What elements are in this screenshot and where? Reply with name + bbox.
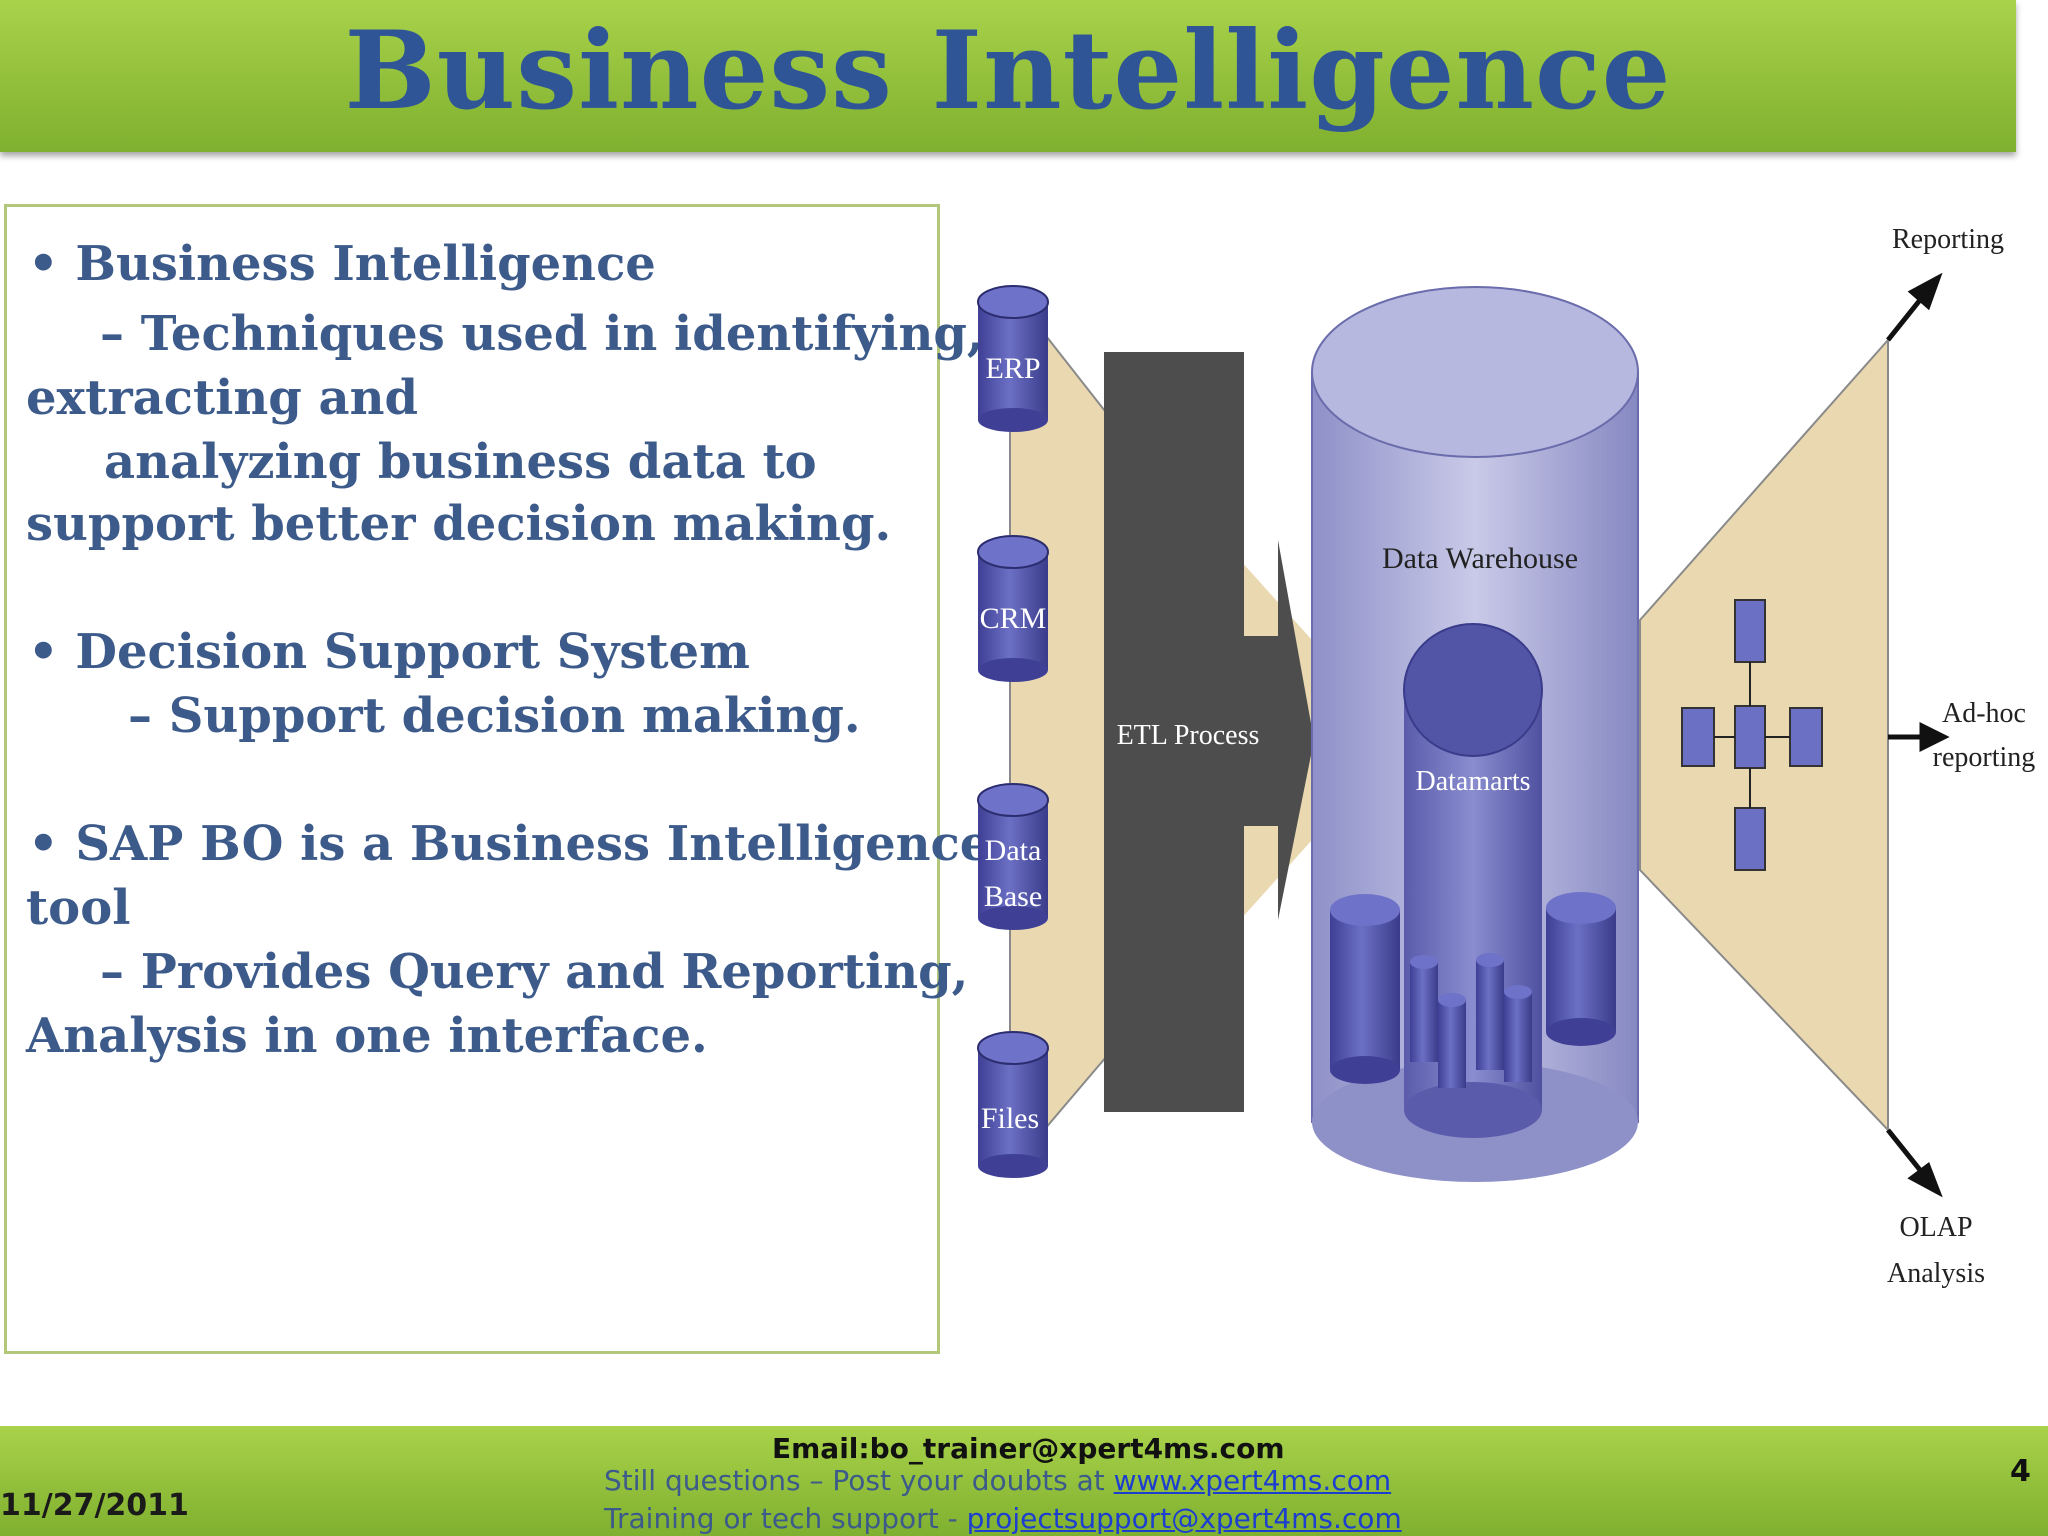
- footer-support-email-link[interactable]: projectsupport@xpert4ms.com: [967, 1502, 1402, 1535]
- source-files-label: Files: [981, 1102, 1039, 1135]
- output-adhoc-label-2: reporting: [1933, 742, 2036, 773]
- source-erp-label: ERP: [985, 352, 1040, 385]
- source-crm-label: CRM: [980, 602, 1047, 635]
- footer-line-3-text: Training or tech support -: [604, 1502, 958, 1535]
- warehouse-label: Data Warehouse: [1382, 542, 1578, 575]
- slide-number: 4: [2010, 1454, 2031, 1489]
- footer-bar: 11/27/2011 Email:bo_trainer@xpert4ms.com…: [0, 1426, 2048, 1536]
- output-olap-label: OLAP: [1899, 1212, 1972, 1243]
- output-reporting-label: Reporting: [1892, 224, 2004, 255]
- footer-line-2-text: Still questions – Post your doubts at: [604, 1464, 1105, 1497]
- footer-line-3: Training or tech support - projectsuppor…: [604, 1502, 1402, 1535]
- source-data-label: Data: [985, 834, 1042, 867]
- footer-line-2: Still questions – Post your doubts at ww…: [604, 1464, 1391, 1497]
- footer-email: Email:bo_trainer@xpert4ms.com: [772, 1432, 1285, 1465]
- source-base-label: Base: [984, 880, 1042, 913]
- footer-website-link[interactable]: www.xpert4ms.com: [1114, 1464, 1391, 1497]
- warehouse-small-cylinder-right: [1546, 892, 1616, 1046]
- footer-date: 11/27/2011: [0, 1488, 189, 1523]
- output-arrows: [1888, 278, 1944, 1192]
- output-adhoc-label: Ad-hoc: [1942, 698, 2026, 729]
- datamarts-label: Datamarts: [1415, 766, 1530, 797]
- etl-label: ETL Process: [1117, 720, 1260, 751]
- output-analysis-label: Analysis: [1887, 1258, 1985, 1289]
- warehouse-small-cylinder-left: [1330, 894, 1400, 1084]
